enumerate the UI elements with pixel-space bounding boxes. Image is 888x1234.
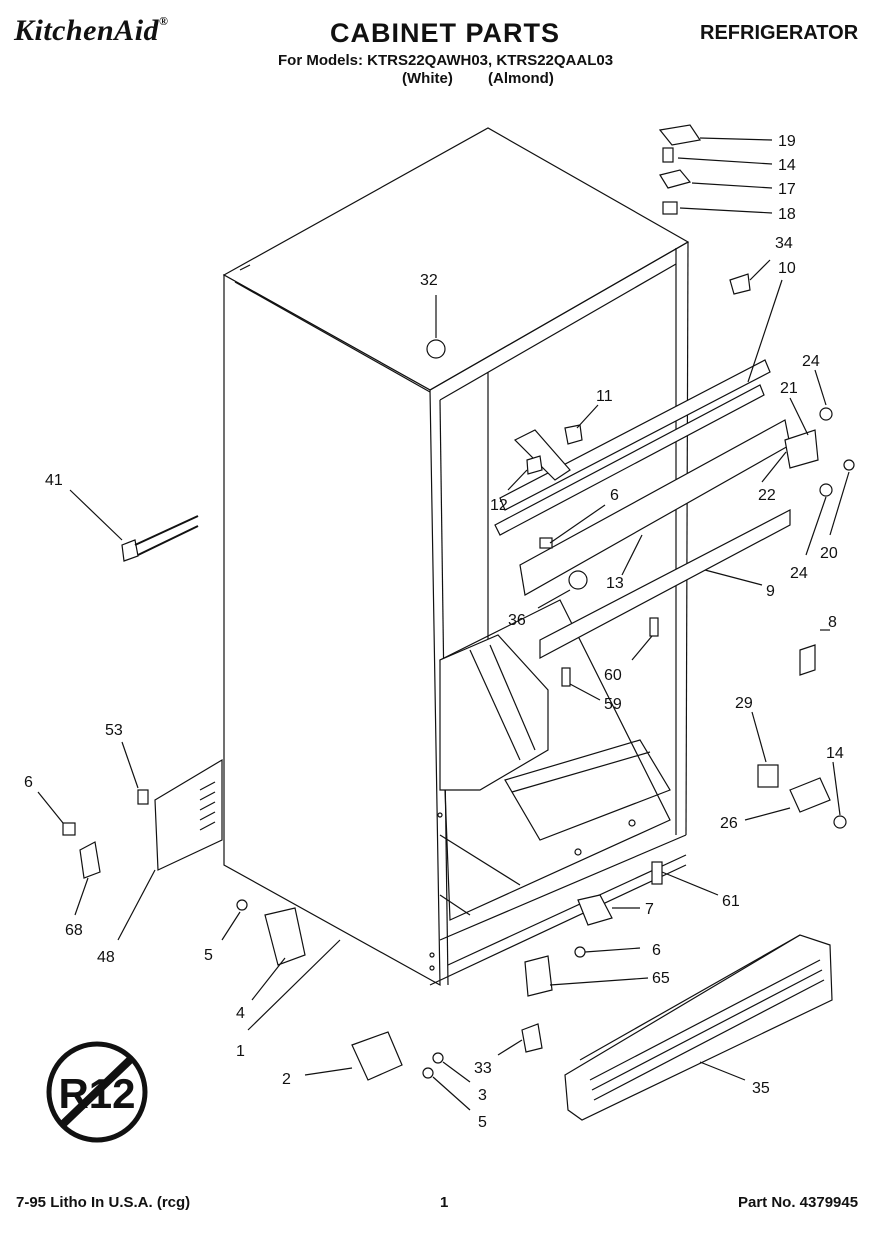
callout: 48 [97, 949, 115, 966]
callout: 36 [508, 612, 526, 629]
callout: 6 [24, 774, 33, 791]
callout: 22 [758, 487, 776, 504]
callout: 53 [105, 722, 123, 739]
page-title: CABINET PARTS [330, 18, 561, 48]
callout: 14 [826, 745, 844, 762]
callout: 17 [778, 181, 796, 198]
callout: 60 [604, 667, 622, 684]
callout: 35 [752, 1080, 770, 1097]
callout: 10 [778, 260, 796, 277]
page-number: 1 [440, 1194, 449, 1211]
callout: 21 [780, 380, 798, 397]
callout: 14 [778, 157, 796, 174]
callout: 26 [720, 815, 738, 832]
r12-prohibited-badge: R12 [46, 1041, 148, 1143]
product-type: REFRIGERATOR [700, 22, 859, 44]
callout: 19 [778, 133, 796, 150]
callout: 4 [236, 1005, 245, 1022]
part-number: Part No. 4379945 [738, 1194, 859, 1211]
callout-labels: 19 14 17 18 34 10 32 24 21 11 22 20 12 6… [24, 133, 850, 1131]
brand-logo: KitchenAid® [14, 14, 169, 47]
callout: 6 [610, 487, 619, 504]
callout: 65 [652, 970, 670, 987]
side-vent-panel [154, 758, 223, 871]
callout: 5 [204, 947, 213, 964]
callout: 32 [420, 272, 438, 289]
litho-note: 7-95 Litho In U.S.A. (rcg) [16, 1194, 191, 1211]
callout: 20 [820, 545, 838, 562]
top-hinge-parts [426, 124, 855, 497]
callout: 41 [45, 472, 63, 489]
callout: 59 [604, 696, 622, 713]
r12-badge-text: R12 [58, 1070, 135, 1117]
toe-grille [564, 934, 833, 1121]
callout: 11 [596, 388, 613, 405]
callout: 34 [775, 235, 793, 252]
callout: 18 [778, 206, 796, 223]
callout: 1 [236, 1043, 245, 1060]
model-numbers: For Models: KTRS22QAWH03, KTRS22QAAL03 [278, 52, 614, 69]
callout: 7 [645, 901, 654, 918]
callout: 12 [490, 497, 508, 514]
callout: 68 [65, 922, 83, 939]
callout: 29 [735, 695, 753, 712]
rail-assembly [494, 359, 791, 659]
callout: 8 [828, 614, 837, 631]
callout: 61 [722, 893, 740, 910]
misc-small-parts [62, 515, 847, 1081]
cabinet-body [222, 127, 690, 987]
callout: 9 [766, 583, 775, 600]
color-white: (White) [402, 70, 453, 87]
callout: 13 [606, 575, 624, 592]
callout: 5 [478, 1114, 487, 1131]
callout: 33 [474, 1060, 492, 1077]
callout: 6 [652, 942, 661, 959]
color-almond: (Almond) [488, 70, 554, 87]
callout: 24 [802, 353, 820, 370]
callout: 2 [282, 1071, 291, 1088]
callout: 24 [790, 565, 808, 582]
callout: 3 [478, 1087, 487, 1104]
